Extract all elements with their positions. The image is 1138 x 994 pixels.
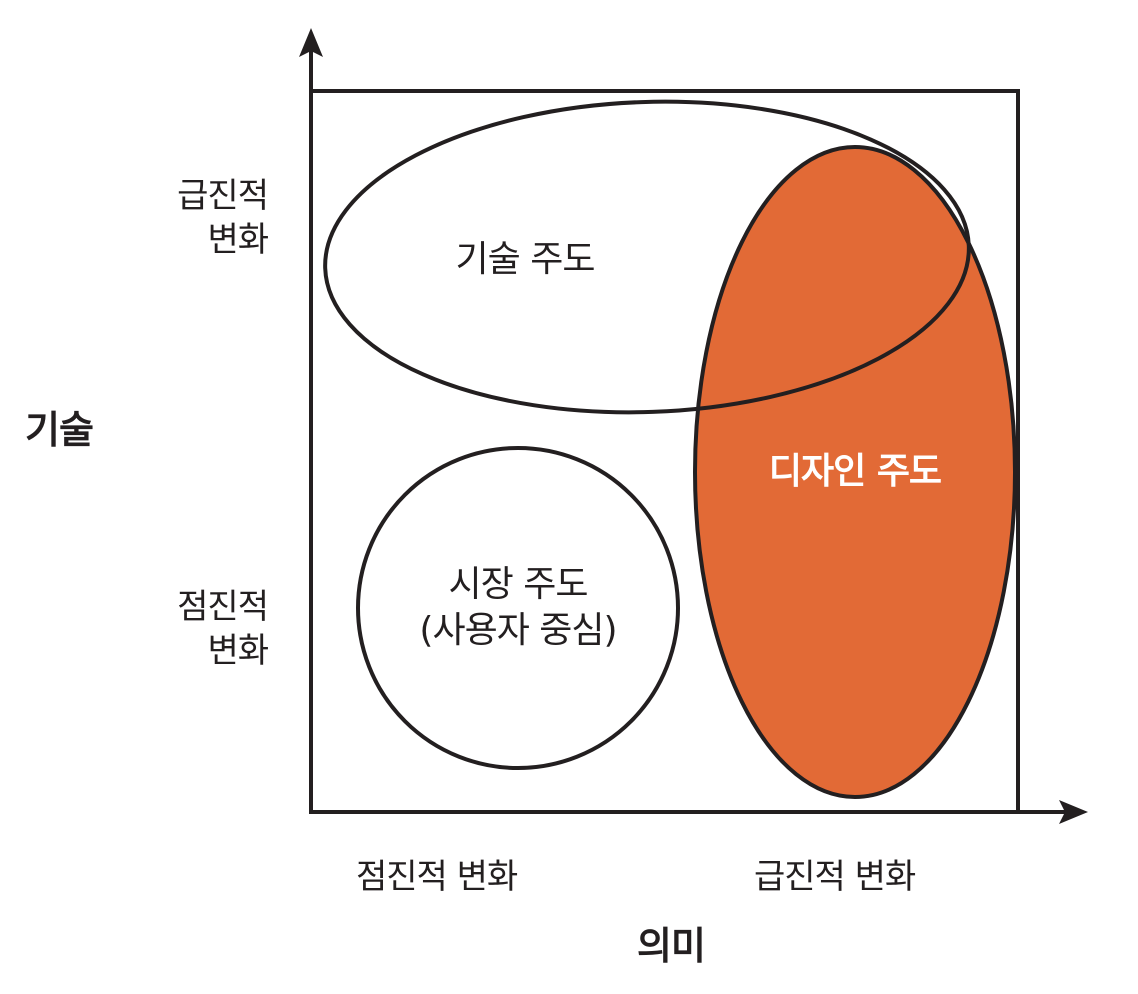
market-led-label-line1: 시장 주도: [448, 564, 589, 605]
design-led-label: 디자인 주도: [768, 451, 942, 492]
x-tick-radical: 급진적 변화: [754, 857, 916, 897]
y-tick-radical-line1: 급진적: [177, 176, 269, 216]
x-axis-title: 의미: [637, 924, 706, 968]
y-tick-radical-line2: 변화: [207, 220, 269, 260]
y-axis-title: 기술: [25, 408, 94, 452]
y-tick-radical: 급진적 변화: [68, 174, 269, 262]
market-led-region: [356, 446, 680, 770]
x-axis-arrow-icon: [1059, 800, 1088, 824]
y-tick-incremental-line1: 점진적: [177, 587, 269, 627]
technology-led-region: [323, 99, 971, 415]
y-axis-arrow-icon: [299, 28, 323, 57]
market-led-label: 시장 주도 (사용자 중심): [378, 562, 658, 654]
plot-frame: [311, 89, 1020, 812]
market-led-label-line2: (사용자 중심): [419, 610, 617, 651]
y-tick-incremental-line2: 변화: [207, 631, 269, 671]
technology-led-label: 기술 주도: [455, 239, 596, 280]
x-tick-incremental: 점진적 변화: [356, 857, 518, 897]
design-led-region: [693, 145, 1017, 799]
y-tick-incremental: 점진적 변화: [68, 585, 269, 673]
